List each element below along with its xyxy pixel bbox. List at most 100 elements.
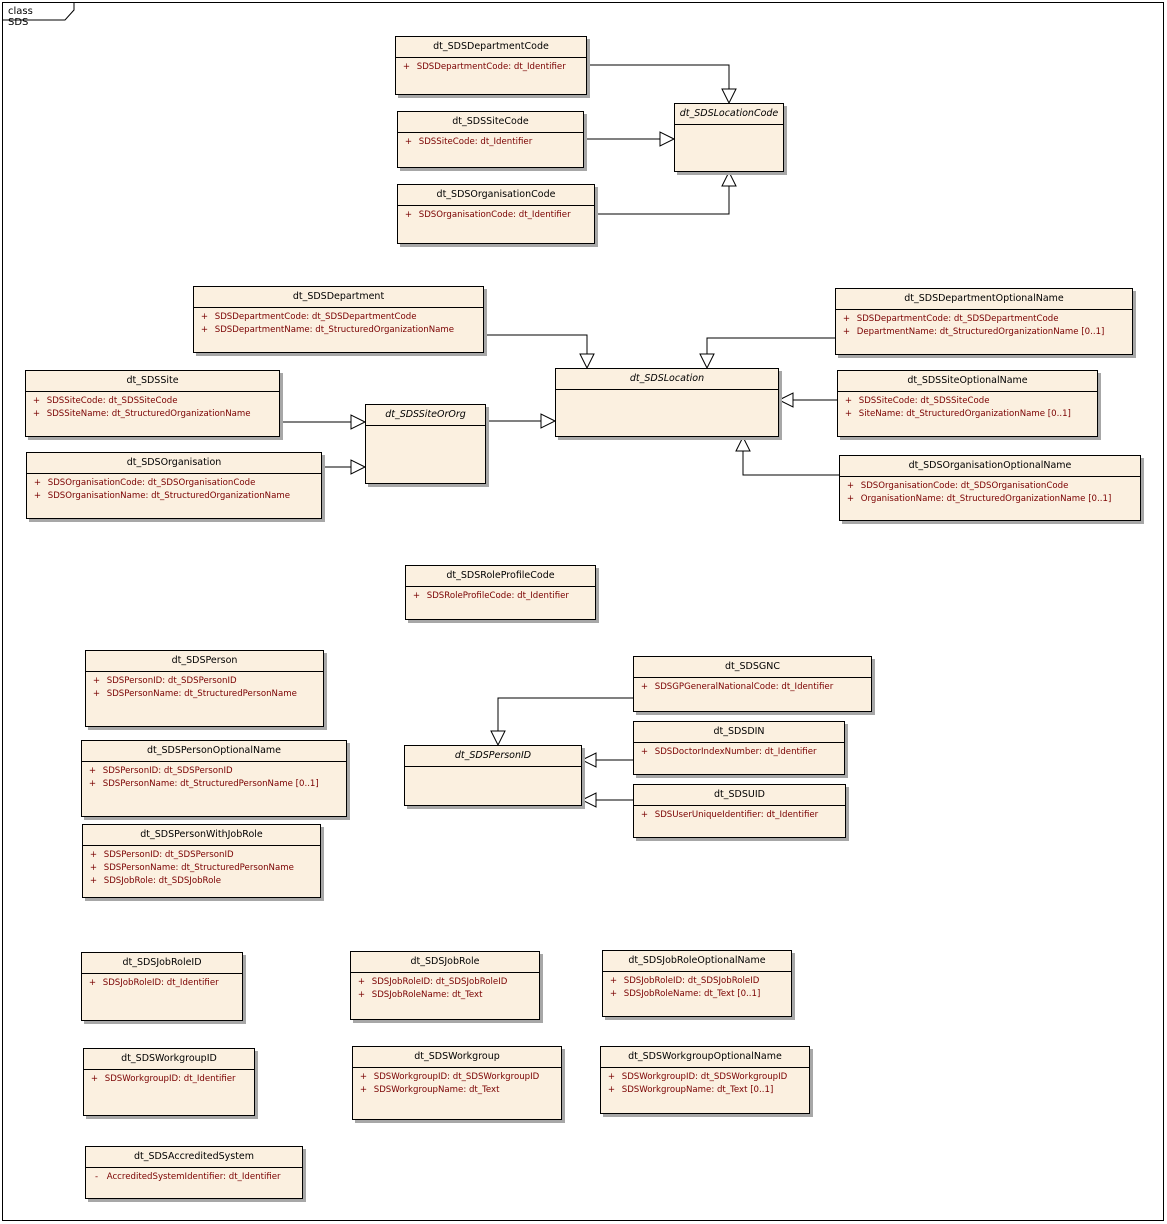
attribute-compartment: + SDSWorkgroupID: dt_Identifier	[84, 1070, 254, 1086]
visibility-marker: +	[404, 137, 413, 147]
attribute-compartment: + SDSJobRoleID: dt_SDSJobRoleID + SDSJobR…	[351, 973, 539, 1002]
class-box-workgroup[interactable]: dt_SDSWorkgroup+ SDSWorkgroupID: dt_SDSW…	[352, 1046, 562, 1120]
generalization-line	[587, 64, 730, 89]
class-name: dt_SDSWorkgroupOptionalName	[601, 1047, 809, 1068]
attribute-text: SDSPersonID: dt_SDSPersonID	[103, 850, 234, 860]
class-attribute: + SDSPersonID: dt_SDSPersonID	[86, 675, 323, 688]
class-box-person-id[interactable]: dt_SDSPersonID	[404, 745, 582, 806]
generalization-arrowhead	[735, 435, 751, 452]
attribute-compartment: + SDSOrganisationCode: dt_Identifier	[398, 206, 594, 222]
class-box-site-code[interactable]: dt_SDSSiteCode+ SDSSiteCode: dt_Identifi…	[397, 111, 584, 168]
class-box-role-profile[interactable]: dt_SDSRoleProfileCode+ SDSRoleProfileCod…	[405, 565, 596, 620]
class-name: dt_SDSUID	[634, 785, 845, 806]
attribute-text: SDSPersonName: dt_StructuredPersonName	[106, 689, 297, 699]
class-name: dt_SDSWorkgroup	[353, 1047, 561, 1068]
class-box-site-or-org[interactable]: dt_SDSSiteOrOrg	[365, 404, 486, 484]
class-box-site[interactable]: dt_SDSSite+ SDSSiteCode: dt_SDSSiteCode+…	[25, 370, 280, 437]
visibility-marker: +	[357, 977, 366, 987]
frame-label: class SDS	[8, 6, 33, 28]
class-box-workgroup-id[interactable]: dt_SDSWorkgroupID+ SDSWorkgroupID: dt_Id…	[83, 1048, 255, 1116]
class-box-person-jobrole[interactable]: dt_SDSPersonWithJobRole+ SDSPersonID: dt…	[82, 824, 321, 898]
visibility-marker: +	[88, 766, 97, 776]
class-attribute: + SDSOrganisationCode: dt_SDSOrganisatio…	[840, 480, 1140, 493]
attribute-compartment	[556, 390, 778, 393]
visibility-marker: +	[402, 62, 411, 72]
class-name: dt_SDSJobRoleID	[82, 953, 242, 974]
class-box-jobrole[interactable]: dt_SDSJobRole+ SDSJobRoleID: dt_SDSJobRo…	[350, 951, 540, 1020]
attribute-text: SDSJobRoleName: dt_Text	[371, 990, 483, 1000]
attribute-compartment: + SDSDepartmentCode: dt_SDSDepartmentCod…	[836, 310, 1132, 339]
class-attribute: + SDSUserUniqueIdentifier: dt_Identifier	[634, 809, 845, 822]
generalization-arrowhead	[350, 414, 367, 430]
attribute-compartment: + SDSSiteCode: dt_SDSSiteCode+ SiteName:…	[838, 392, 1097, 421]
attribute-text: SDSDepartmentCode: dt_SDSDepartmentCode	[214, 312, 417, 322]
attribute-compartment: + SDSPersonID: dt_SDSPersonID + SDSPerson…	[83, 846, 320, 888]
visibility-marker: +	[844, 409, 853, 419]
class-box-dept-opt[interactable]: dt_SDSDepartmentOptionalName+ SDSDepartm…	[835, 288, 1133, 355]
class-name: dt_SDSJobRole	[351, 952, 539, 973]
class-box-dept[interactable]: dt_SDSDepartment+ SDSDepartmentCode: dt_…	[193, 286, 484, 353]
attribute-text: SDSJobRoleID: dt_Identifier	[102, 978, 219, 988]
visibility-marker: +	[609, 989, 618, 999]
class-attribute: + SDSJobRoleName: dt_Text	[351, 989, 539, 1002]
visibility-marker: +	[607, 1072, 616, 1082]
generalization-arrowhead	[350, 459, 367, 475]
class-box-location[interactable]: dt_SDSLocation	[555, 368, 779, 437]
class-box-org-code[interactable]: dt_SDSOrganisationCode+ SDSOrganisationC…	[397, 184, 595, 244]
attribute-text: SDSJobRoleID: dt_SDSJobRoleID	[371, 977, 508, 987]
class-name: dt_SDSPerson	[86, 651, 323, 672]
class-name: dt_SDSSite	[26, 371, 279, 392]
class-box-site-opt[interactable]: dt_SDSSiteOptionalName+ SDSSiteCode: dt_…	[837, 370, 1098, 437]
class-box-accredited[interactable]: dt_SDSAccreditedSystem- AccreditedSystem…	[85, 1146, 303, 1199]
class-name: dt_SDSWorkgroupID	[84, 1049, 254, 1070]
visibility-marker: +	[33, 491, 42, 501]
generalization-line	[595, 186, 730, 215]
attribute-text: SDSDepartmentCode: dt_Identifier	[416, 62, 566, 72]
class-name: dt_SDSOrganisationCode	[398, 185, 594, 206]
visibility-marker: +	[88, 779, 97, 789]
class-attribute: + SDSJobRole: dt_SDSJobRole	[83, 875, 320, 888]
attribute-compartment	[405, 767, 581, 770]
attribute-compartment	[675, 125, 783, 128]
class-box-loc-code[interactable]: dt_SDSLocationCode	[674, 103, 784, 172]
class-box-person[interactable]: dt_SDSPerson+ SDSPersonID: dt_SDSPersonI…	[85, 650, 324, 727]
class-box-org[interactable]: dt_SDSOrganisation+ SDSOrganisationCode:…	[26, 452, 322, 519]
visibility-marker: +	[89, 863, 98, 873]
attribute-text: SDSSiteCode: dt_Identifier	[418, 137, 533, 147]
class-attribute: + SDSSiteName: dt_StructuredOrganization…	[26, 408, 279, 421]
class-box-jobrole-id[interactable]: dt_SDSJobRoleID+ SDSJobRoleID: dt_Identi…	[81, 952, 243, 1021]
class-attribute: + SDSPersonName: dt_StructuredPersonName	[86, 688, 323, 701]
attribute-compartment: + SDSPersonID: dt_SDSPersonID+ SDSPerson…	[86, 672, 323, 701]
attribute-compartment: + SDSPersonID: dt_SDSPersonID+ SDSPerson…	[82, 762, 346, 791]
attribute-text: SDSWorkgroupID: dt_SDSWorkgroupID	[621, 1072, 788, 1082]
attribute-text: SDSJobRoleName: dt_Text [0..1]	[623, 989, 761, 999]
visibility-marker: +	[32, 409, 41, 419]
class-box-dept-code[interactable]: dt_SDSDepartmentCode+ SDSDepartmentCode:…	[395, 36, 587, 95]
class-attribute: + SDSDoctorIndexNumber: dt_Identifier	[634, 746, 844, 759]
class-attribute: + SDSPersonName: dt_StructuredPersonName…	[82, 778, 346, 791]
class-box-workgroup-opt[interactable]: dt_SDSWorkgroupOptionalName + SDSWorkgrou…	[600, 1046, 810, 1114]
attribute-compartment: + SDSOrganisationCode: dt_SDSOrganisatio…	[840, 477, 1140, 506]
visibility-marker: +	[89, 876, 98, 886]
attribute-compartment: + SDSOrganisationCode: dt_SDSOrganisatio…	[27, 474, 321, 503]
class-box-din[interactable]: dt_SDSDIN+ SDSDoctorIndexNumber: dt_Iden…	[633, 721, 845, 775]
attribute-compartment: + SDSWorkgroupID: dt_SDSWorkgroupID+ SDS…	[601, 1068, 809, 1097]
class-box-gnc[interactable]: dt_SDSGNC+ SDSGPGeneralNationalCode: dt_…	[633, 656, 872, 712]
generalization-line	[484, 334, 588, 354]
class-box-jobrole-opt[interactable]: dt_SDSJobRoleOptionalName+ SDSJobRoleID:…	[602, 950, 792, 1017]
attribute-text: SDSOrganisationCode: dt_Identifier	[418, 210, 571, 220]
attribute-text: SDSSiteName: dt_StructuredOrganizationNa…	[46, 409, 251, 419]
attribute-compartment: + SDSGPGeneralNationalCode: dt_Identifie…	[634, 678, 871, 694]
class-name: dt_SDSSiteOrOrg	[366, 405, 485, 426]
visibility-marker: +	[32, 396, 41, 406]
class-box-org-opt[interactable]: dt_SDSOrganisationOptionalName+ SDSOrgan…	[839, 455, 1141, 521]
visibility-marker: -	[94, 1172, 99, 1182]
generalization-arrowhead	[580, 752, 597, 768]
attribute-text: SDSGPGeneralNationalCode: dt_Identifier	[654, 682, 834, 692]
class-box-person-opt[interactable]: dt_SDSPersonOptionalName+ SDSPersonID: d…	[81, 740, 347, 817]
attribute-text: SDSPersonName: dt_StructuredPersonName	[103, 863, 294, 873]
class-box-uid[interactable]: dt_SDSUID + SDSUserUniqueIdentifier: dt_I…	[633, 784, 846, 838]
generalization-arrowhead	[580, 792, 597, 808]
